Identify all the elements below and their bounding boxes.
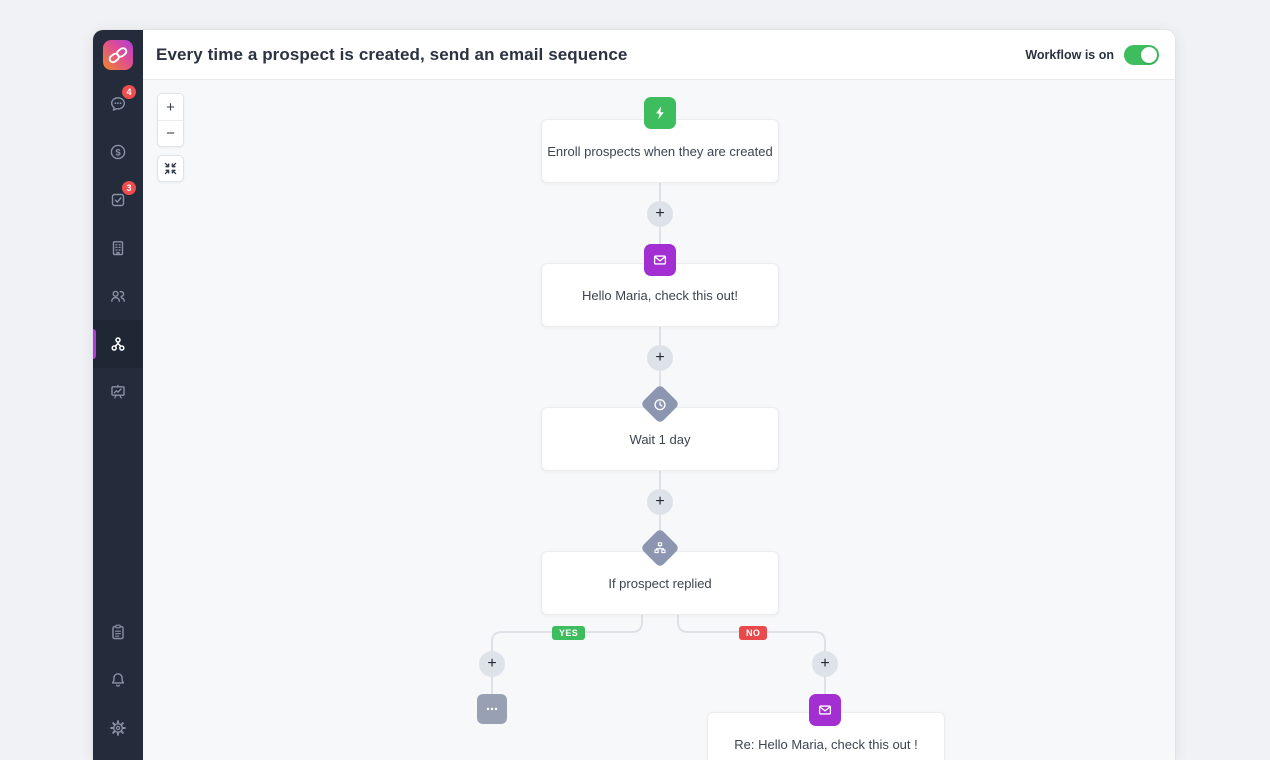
email-icon-box-1[interactable] xyxy=(644,244,676,276)
fit-to-screen-button[interactable] xyxy=(157,155,184,182)
sidebar-item-conversations[interactable]: 4 xyxy=(93,80,143,128)
sidebar-item-notifications[interactable] xyxy=(93,656,143,704)
add-step-button-2[interactable]: + xyxy=(647,345,673,371)
bell-icon xyxy=(111,673,125,687)
active-indicator xyxy=(93,329,96,359)
node-label: Wait 1 day xyxy=(629,431,691,447)
reports-icon xyxy=(111,384,125,399)
add-step-button-no[interactable]: + xyxy=(812,651,838,677)
wait-icon-box[interactable] xyxy=(640,384,680,424)
sidebar-bottom-group xyxy=(93,608,143,760)
sidebar-spacer xyxy=(93,416,143,608)
zoom-controls: + − xyxy=(157,93,184,147)
branch-icon xyxy=(654,542,666,554)
dollar-icon: $ xyxy=(110,144,126,160)
lightning-icon xyxy=(656,106,664,120)
workflow-toggle[interactable] xyxy=(1124,44,1159,65)
workflow-canvas[interactable]: + − Enroll prospects when they are creat… xyxy=(143,80,1175,760)
sidebar-item-contacts[interactable] xyxy=(93,272,143,320)
tasks-icon xyxy=(111,193,125,207)
node-label: Re: Hello Maria, check this out ! xyxy=(734,736,918,752)
overloop-logo-icon xyxy=(103,40,133,70)
sidebar-item-settings[interactable] xyxy=(93,704,143,752)
sidebar-item-organizations[interactable] xyxy=(93,224,143,272)
main-area: Every time a prospect is created, send a… xyxy=(143,30,1175,760)
logo-block[interactable] xyxy=(93,30,143,80)
node-label: Enroll prospects when they are created xyxy=(547,143,773,159)
zoom-in-button[interactable]: + xyxy=(158,94,183,120)
gear-icon xyxy=(110,720,126,736)
add-step-button-1[interactable]: + xyxy=(647,201,673,227)
node-placeholder[interactable] xyxy=(477,694,507,724)
email-icon-box-2[interactable] xyxy=(809,694,841,726)
compress-icon xyxy=(164,162,177,175)
tasks-badge: 3 xyxy=(122,181,136,195)
header: Every time a prospect is created, send a… xyxy=(143,30,1175,80)
sidebar: 4 $ 3 xyxy=(93,30,143,760)
add-step-button-3[interactable]: + xyxy=(647,489,673,515)
branch-label-no: NO xyxy=(739,626,768,640)
ellipsis-icon xyxy=(486,707,498,711)
workflow-title: Every time a prospect is created, send a… xyxy=(156,44,628,64)
sidebar-item-deals[interactable]: $ xyxy=(93,128,143,176)
app-window: 4 $ 3 xyxy=(93,30,1175,760)
trigger-icon-box[interactable] xyxy=(644,97,676,129)
clipboard-icon xyxy=(112,624,124,640)
sidebar-item-workflows[interactable] xyxy=(93,320,143,368)
branch-label-yes: YES xyxy=(552,626,586,640)
add-step-button-yes[interactable]: + xyxy=(479,651,505,677)
node-label: Hello Maria, check this out! xyxy=(581,287,739,303)
sidebar-item-reports[interactable] xyxy=(93,368,143,416)
svg-text:$: $ xyxy=(115,147,121,158)
toggle-knob xyxy=(1141,46,1157,63)
workflow-toggle-label: Workflow is on xyxy=(1025,47,1114,62)
building-icon xyxy=(112,241,124,256)
workflow-icon xyxy=(111,337,125,351)
node-enroll-trigger[interactable]: Enroll prospects when they are created xyxy=(541,119,779,183)
contacts-icon xyxy=(111,290,125,302)
condition-icon-box[interactable] xyxy=(640,528,680,568)
zoom-out-button[interactable]: − xyxy=(158,120,183,146)
sidebar-item-templates[interactable] xyxy=(93,608,143,656)
clock-icon xyxy=(654,398,666,410)
envelope-icon xyxy=(818,705,832,715)
envelope-icon xyxy=(653,255,667,265)
node-email-2[interactable]: Re: Hello Maria, check this out ! xyxy=(707,712,945,760)
conversations-badge: 4 xyxy=(122,85,136,99)
chain-link-icon xyxy=(108,47,128,64)
sidebar-item-tasks[interactable]: 3 xyxy=(93,176,143,224)
chat-icon xyxy=(111,97,125,111)
node-label: If prospect replied xyxy=(608,575,712,591)
